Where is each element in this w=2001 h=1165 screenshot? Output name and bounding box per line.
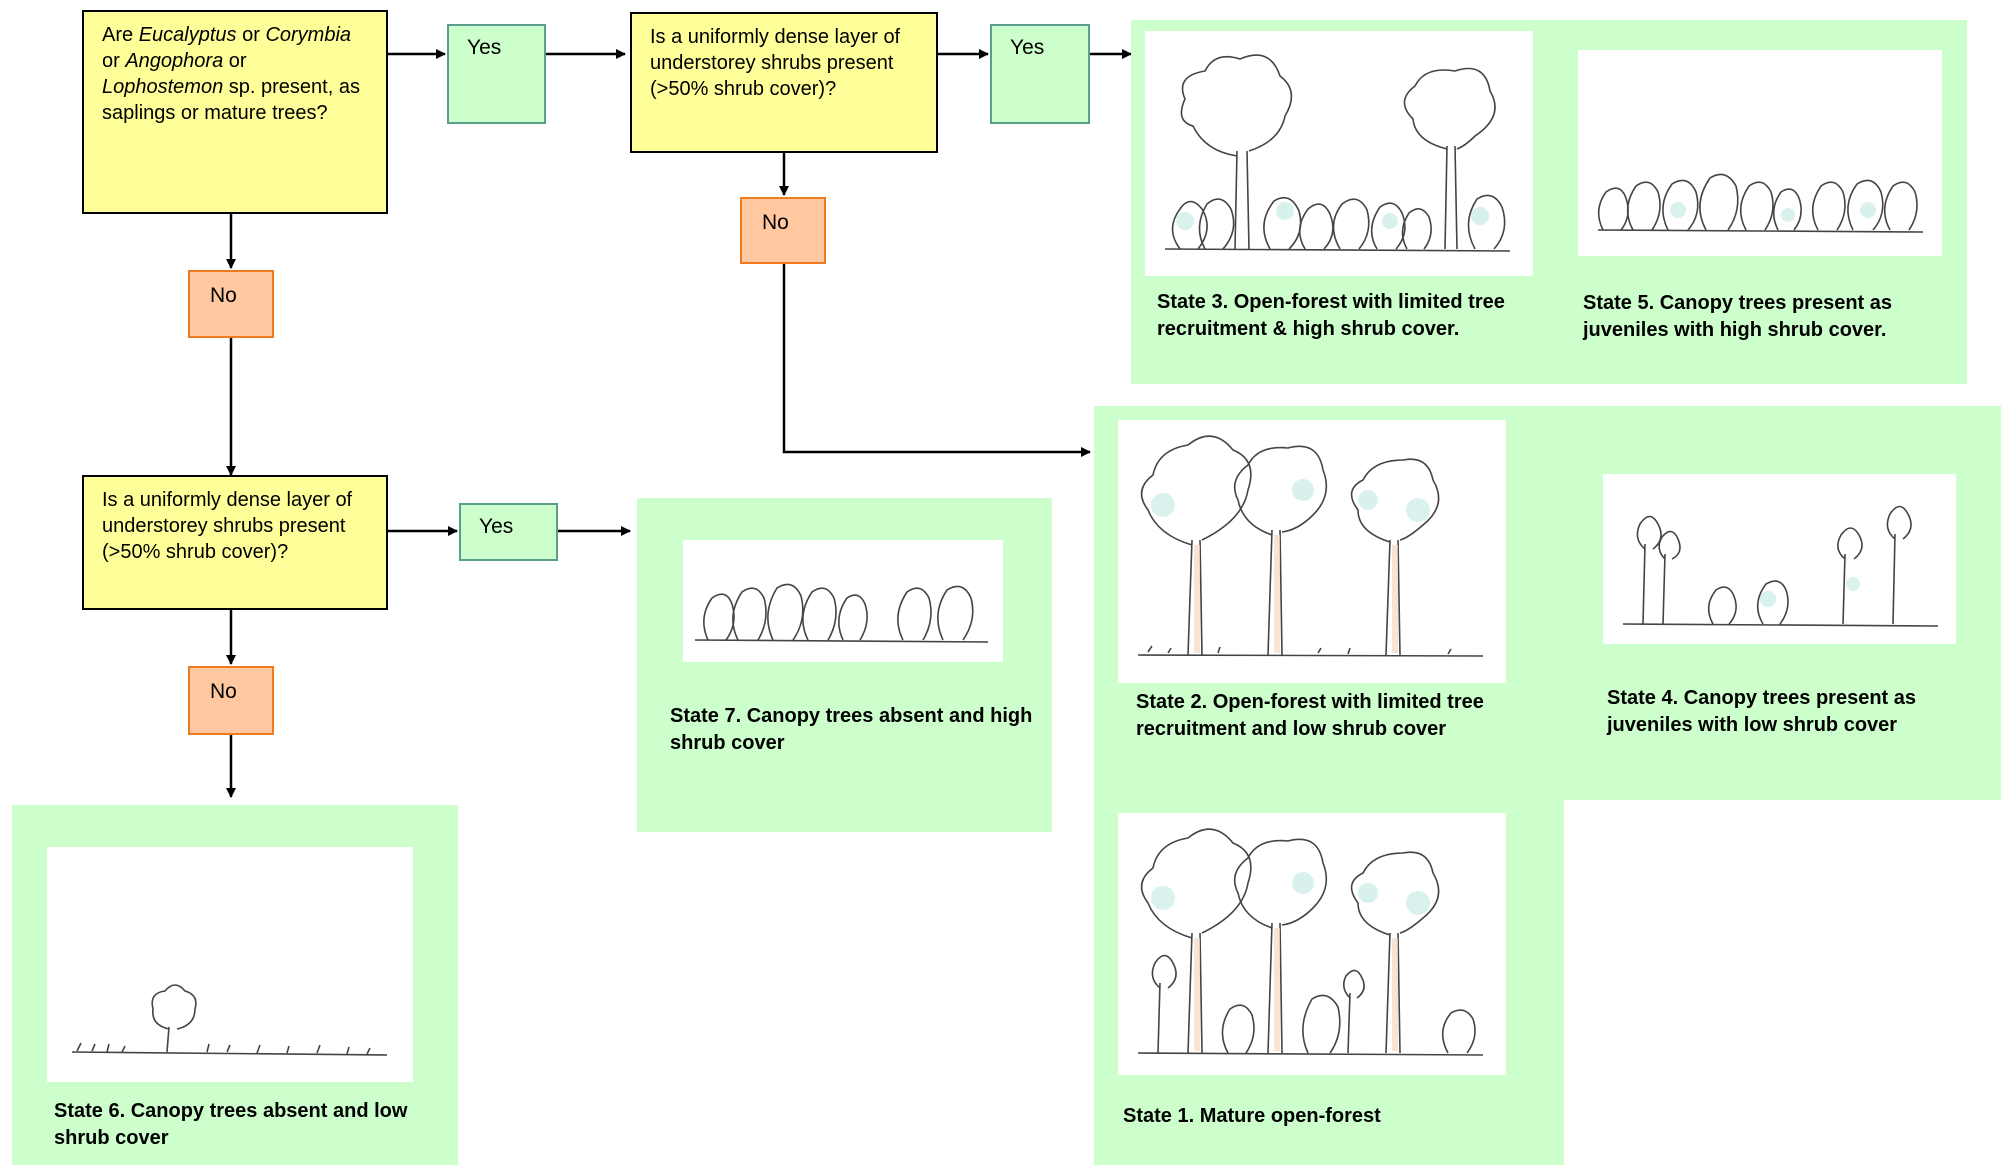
genus-name: Eucalyptus — [138, 24, 237, 46]
illustration-state-3 — [1145, 31, 1533, 276]
question-text-fragment: or — [236, 24, 266, 46]
illustration-state-5 — [1578, 50, 1942, 256]
question-shrub-layer-lower-text: Is a uniformly dense layer of understore… — [102, 489, 353, 563]
question-shrub-layer-upper: Is a uniformly dense layer of understore… — [630, 12, 938, 153]
mature-forest-drawing — [1137, 828, 1484, 1056]
question-shrub-layer-upper-text: Is a uniformly dense layer of understore… — [650, 26, 901, 100]
arrow-no-state1-2 — [782, 264, 1091, 457]
illustration-state-6 — [47, 847, 413, 1082]
question-text-fragment: or — [223, 50, 247, 72]
yes-box-q2: Yes — [990, 24, 1090, 124]
forest-low-shrub-drawing — [1137, 435, 1484, 657]
illustration-state-7 — [683, 540, 1003, 662]
grassland-drawing — [71, 984, 388, 1056]
question-shrub-layer-lower: Is a uniformly dense layer of understore… — [82, 475, 388, 610]
genus-name: Lophostemon — [102, 76, 224, 98]
illustration-state-1 — [1118, 813, 1506, 1075]
question-text-fragment: Are — [102, 24, 139, 46]
caption-state-7: State 7. Canopy trees absent and high sh… — [670, 705, 1033, 754]
illustration-state-2 — [1118, 420, 1506, 683]
question-text-fragment: or — [102, 50, 126, 72]
no-box-q2: No — [740, 197, 826, 264]
yes-box-q3: Yes — [459, 503, 558, 561]
shrubland-drawing — [694, 583, 989, 643]
question-canopy-species-text: Are Eucalyptus or Corymbia or Angophora … — [102, 24, 360, 124]
no-box-q1: No — [188, 270, 274, 338]
forest-high-shrub-drawing — [1164, 54, 1511, 252]
illustration-state-4 — [1603, 474, 1956, 644]
juvenile-high-shrub-drawing — [1597, 173, 1924, 233]
question-text-fragment: sp. present, as saplings or mature trees… — [102, 76, 360, 124]
juvenile-low-shrub-drawing — [1622, 505, 1939, 627]
caption-state-3: State 3. Open-forest with limited tree r… — [1157, 291, 1505, 340]
caption-state-1: State 1. Mature open-forest — [1123, 1105, 1381, 1127]
caption-state-5: State 5. Canopy trees present as juvenil… — [1583, 292, 1893, 341]
no-box-q3: No — [188, 666, 274, 735]
genus-name: Corymbia — [265, 24, 352, 46]
yes-box-q1: Yes — [447, 24, 546, 124]
question-canopy-species: Are Eucalyptus or Corymbia or Angophora … — [82, 10, 388, 214]
caption-state-2: State 2. Open-forest with limited tree r… — [1136, 691, 1484, 740]
caption-state-6: State 6. Canopy trees absent and low shr… — [54, 1100, 408, 1149]
caption-state-4: State 4. Canopy trees present as juvenil… — [1607, 687, 1917, 736]
genus-name: Angophora — [125, 50, 224, 72]
